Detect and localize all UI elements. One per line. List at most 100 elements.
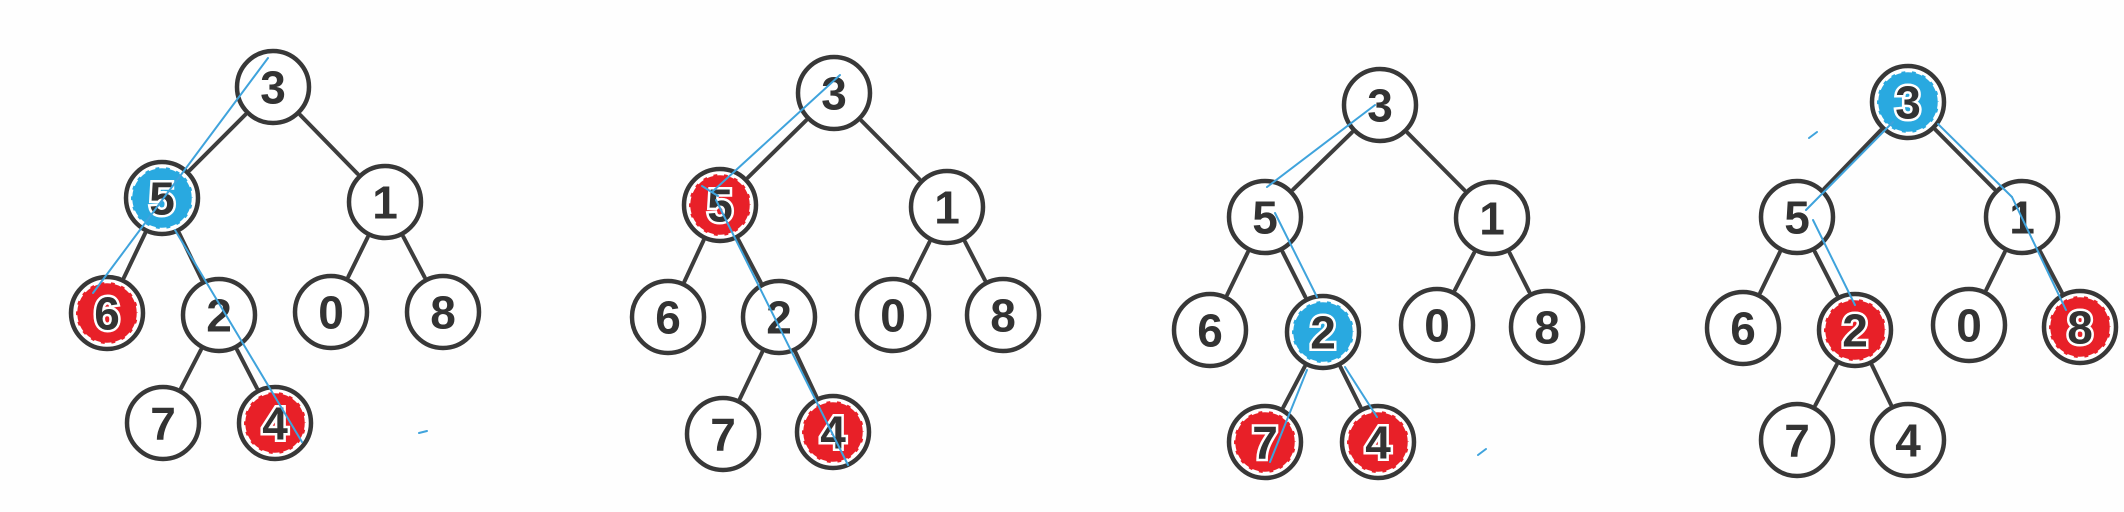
tree-1-node-2-label: 2 — [206, 290, 232, 342]
tree-2-edge-1-0 — [908, 240, 932, 282]
tree-2-edge-1-8 — [963, 239, 987, 283]
tree-3-node-6-ring — [1171, 291, 1249, 369]
tree-2-node-2: 2 — [740, 278, 818, 356]
tree-3-node-8-label: 8 — [1534, 302, 1560, 354]
tree-2-node-4-label: 4 — [820, 407, 846, 459]
tree-2-node-0-label: 0 — [880, 290, 906, 342]
tree-4-node-0-label: 0 — [1956, 300, 1982, 352]
tree-3-node-0: 0 — [1398, 286, 1476, 364]
tree-1-edge-1-0 — [346, 235, 370, 279]
tree-3-node-4-highlight-fill — [1345, 409, 1411, 475]
tree-2-node-4-highlight-fill — [800, 399, 866, 465]
tree-4-edge-5-2 — [1812, 249, 1840, 298]
tree-2-annotation-line-3 — [701, 185, 719, 197]
tree-1-node-0-label: 0 — [318, 287, 344, 339]
tree-1-node-6: 6 — [68, 274, 146, 352]
tree-3-node-0-ring — [1398, 286, 1476, 364]
tree-4-node-3: 3 — [1869, 63, 1947, 141]
tree-3-node-2-highlight-fill — [1290, 299, 1356, 365]
tree-4-node-7-label: 7 — [1784, 415, 1810, 467]
tree-4-node-8: 8 — [2041, 288, 2119, 366]
tree-4-node-4-label: 4 — [1895, 415, 1921, 467]
tree-3-edge-5-2 — [1280, 250, 1308, 299]
tree-1-node-1: 1 — [346, 163, 424, 241]
tree-2-node-5-highlight-fill — [687, 172, 753, 238]
tree-1-node-7-ring — [124, 384, 202, 462]
tree-4-node-5: 5 — [1758, 178, 1836, 256]
tree-3-node-8-ring — [1508, 288, 1586, 366]
tree-2-node-0-ring — [854, 276, 932, 354]
tree-3-annotation-line-5 — [1477, 448, 1487, 456]
tree-3-node-4: 4 — [1339, 403, 1417, 481]
tree-4-node-4: 4 — [1869, 401, 1947, 479]
tree-1-edge-2-7 — [179, 347, 203, 391]
tree-2-node-1: 1 — [908, 168, 986, 246]
tree-1-edge-1-8 — [401, 234, 427, 280]
tree-1-node-3: 3 — [234, 48, 312, 126]
tree-4-node-2-label: 2 — [1842, 305, 1868, 357]
tree-2-node-2-label: 2 — [766, 292, 792, 344]
tree-2-node-5: 5 — [681, 166, 759, 244]
tree-3-node-5: 5 — [1226, 178, 1304, 256]
tree-4-node-6-label: 6 — [1730, 303, 1756, 355]
tree-1-node-4-highlight-fill — [242, 390, 308, 456]
tree-3-node-2: 2 — [1284, 293, 1362, 371]
tree-4-node-5-ring — [1758, 178, 1836, 256]
tree-2-node-7-ring — [684, 395, 762, 473]
tree-3-node-7: 7 — [1226, 403, 1304, 481]
tree-2-node-4: 4 — [794, 393, 872, 471]
tree-1-edge-2-4 — [235, 347, 259, 391]
tree-1-node-7: 7 — [124, 384, 202, 462]
tree-2-edge-2-4 — [793, 350, 819, 399]
tree-3-node-1-ring — [1453, 179, 1531, 257]
tree-3-edge-1-0 — [1452, 250, 1477, 293]
tree-2-node-1-ring — [908, 168, 986, 246]
tree-2-annotation-line-2 — [715, 199, 849, 466]
tree-3-node-5-label: 5 — [1252, 192, 1278, 244]
tree-4-annotation-line-5 — [1808, 131, 1818, 139]
tree-1-node-2: 2 — [180, 276, 258, 354]
tree-2-node-1-label: 1 — [934, 182, 960, 234]
tree-1-node-8-ring — [404, 273, 482, 351]
tree-4-edge-5-6 — [1758, 250, 1782, 295]
tree-2-annotation-line-1 — [711, 74, 841, 193]
tree-4-annotation-line-1 — [1805, 121, 1894, 211]
tree-3-node-3-label: 3 — [1367, 80, 1393, 132]
tree-4-node-5-label: 5 — [1784, 192, 1810, 244]
tree-1-annotation-line-3 — [418, 430, 428, 434]
tree-2-node-3: 3 — [795, 54, 873, 132]
tree-3-node-1: 1 — [1453, 179, 1531, 257]
tree-3-edge-3-5 — [1291, 130, 1354, 192]
tree-3-edge-5-6 — [1225, 250, 1250, 297]
tree-4-annotation-line-2 — [1812, 219, 1856, 306]
tree-2-node-7: 7 — [684, 395, 762, 473]
tree-2-node-3-label: 3 — [821, 68, 847, 120]
tree-4-node-2: 2 — [1816, 291, 1894, 369]
tree-2-node-6-ring — [629, 278, 707, 356]
tree-3-edge-2-4 — [1338, 365, 1363, 409]
tree-1-node-1-ring — [346, 163, 424, 241]
tree-4-edge-3-5 — [1822, 128, 1883, 191]
tree-4-node-4-ring — [1869, 401, 1947, 479]
tree-1-edge-3-5 — [187, 112, 248, 173]
tree-1-node-5-label: 5 — [149, 173, 175, 225]
tree-3-node-3: 3 — [1341, 66, 1419, 144]
tree-1-node-5: 5 — [123, 159, 201, 237]
tree-3-edge-2-7 — [1281, 364, 1307, 410]
tree-4-node-7: 7 — [1758, 401, 1836, 479]
tree-4-node-0: 0 — [1930, 286, 2008, 364]
tree-3-annotation-line-4 — [1344, 366, 1378, 418]
tree-2-edge-3-5 — [745, 118, 809, 180]
tree-4-edge-3-1 — [1933, 127, 1997, 192]
tree-1-node-6-highlight-fill — [74, 280, 140, 346]
tree-2-node-0: 0 — [854, 276, 932, 354]
tree-4-annotation-line-4 — [2011, 196, 2067, 311]
tree-1-node-3-ring — [234, 48, 312, 126]
tree-4-node-6: 6 — [1704, 289, 1782, 367]
tree-4-edge-2-7 — [1813, 362, 1839, 408]
